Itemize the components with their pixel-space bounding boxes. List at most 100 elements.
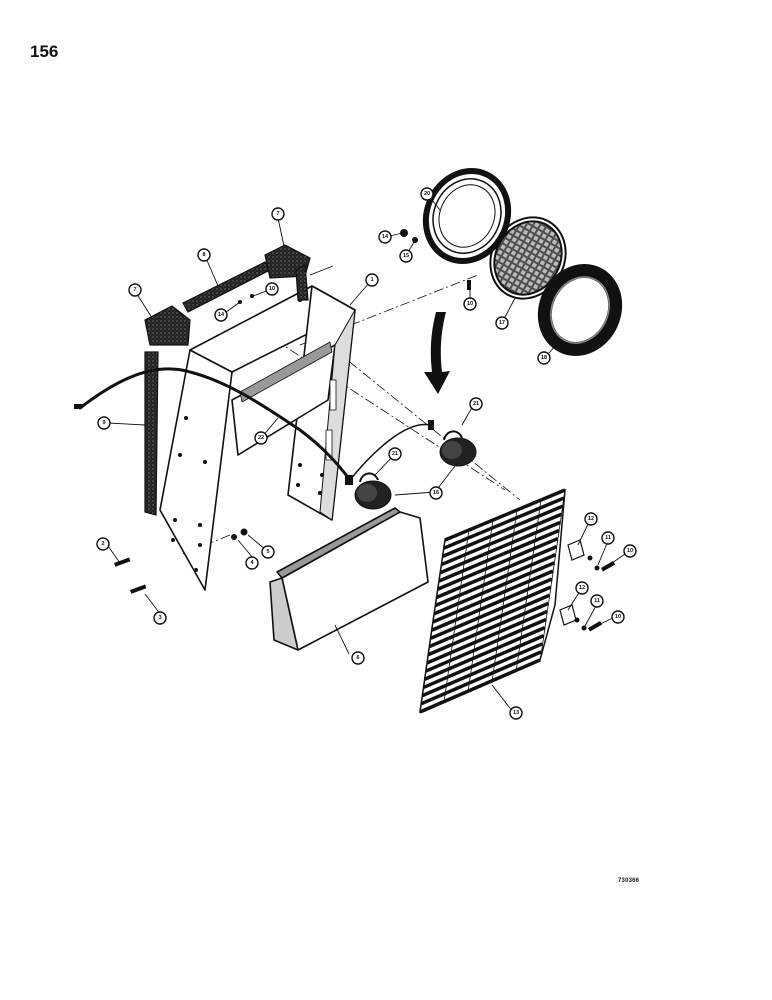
grille-rib <box>443 529 470 703</box>
callout-4: 4 <box>245 556 259 570</box>
svg-text:6: 6 <box>356 655 359 661</box>
svg-text:1: 1 <box>370 277 373 283</box>
grille-slat <box>438 528 560 583</box>
page-number: 156 <box>30 42 59 61</box>
callout-1: 1 <box>365 273 379 287</box>
svg-text:12: 12 <box>579 585 585 591</box>
callout-7-right: 7 <box>271 207 285 221</box>
svg-text:20: 20 <box>424 191 430 197</box>
svg-text:7: 7 <box>276 211 279 217</box>
headlamp-housing <box>537 264 623 356</box>
foam-seals <box>144 244 311 516</box>
callout-11-upper: 11 <box>601 531 615 545</box>
callout-10-headlamp: 10 <box>463 297 477 311</box>
grille-rib <box>467 519 494 693</box>
svg-text:14: 14 <box>382 234 389 240</box>
grille-slat <box>444 488 566 542</box>
callout-10-lower-right: 10 <box>611 610 625 624</box>
grille-slats <box>419 488 566 714</box>
grille-rib <box>515 499 542 673</box>
callout-7-left: 7 <box>128 283 142 297</box>
grille-slat <box>428 593 551 649</box>
radiator-grille <box>419 488 566 714</box>
callout-10-upper-right: 10 <box>623 544 637 558</box>
grille-slat <box>437 536 559 591</box>
grille-slat <box>434 553 557 608</box>
grille-rib <box>539 489 566 663</box>
svg-text:7: 7 <box>133 287 136 293</box>
callout-16: 16 <box>429 486 443 500</box>
svg-text:9: 9 <box>102 420 105 426</box>
top-hardware <box>238 294 254 304</box>
callout-14-headlamp: 14 <box>378 230 392 244</box>
callout-14-top: 14 <box>214 308 228 322</box>
grille-slat <box>420 650 542 706</box>
svg-text:16: 16 <box>433 490 439 496</box>
callout-10-top: 10 <box>265 282 279 296</box>
wire-connectors <box>74 404 434 485</box>
shroud-frame <box>159 285 356 591</box>
grille-slat <box>427 601 550 657</box>
callout-markers: 1 2 3 4 5 6 7 7 8 9 10 10 10 10 11 11 12… <box>96 187 637 720</box>
grille-ribs <box>419 489 566 713</box>
grille-rib <box>491 509 518 683</box>
svg-text:22: 22 <box>258 435 264 441</box>
callout-20: 20 <box>420 187 434 201</box>
callout-12-lower: 12 <box>575 581 589 595</box>
svg-text:4: 4 <box>250 560 254 566</box>
svg-text:10: 10 <box>615 614 621 620</box>
callout-13: 13 <box>509 706 523 720</box>
svg-text:5: 5 <box>266 549 269 555</box>
grille-slat <box>430 585 552 640</box>
svg-text:2: 2 <box>101 541 104 547</box>
grille-slat <box>425 617 547 673</box>
svg-text:3: 3 <box>158 615 161 621</box>
callout-9: 9 <box>97 416 111 430</box>
svg-text:14: 14 <box>218 312 225 318</box>
svg-text:10: 10 <box>269 286 275 292</box>
callout-17: 17 <box>495 316 509 330</box>
svg-text:21: 21 <box>392 451 398 457</box>
grille-slat <box>426 609 548 665</box>
callout-5: 5 <box>261 545 275 559</box>
grille-slat <box>435 545 558 599</box>
grille-slat <box>440 512 563 567</box>
grille-slat <box>424 626 546 681</box>
callout-3: 3 <box>153 611 167 625</box>
grille-slat <box>441 504 564 558</box>
grille-slat <box>422 634 545 690</box>
small-lamp-lower <box>354 472 392 510</box>
svg-text:11: 11 <box>594 598 600 604</box>
figure-code: 730366 <box>618 878 640 884</box>
grille-slat <box>439 520 561 575</box>
svg-text:11: 11 <box>605 535 611 541</box>
svg-text:15: 15 <box>403 253 409 259</box>
grille-slat <box>432 569 554 624</box>
svg-text:13: 13 <box>513 710 519 716</box>
headlamp-hardware <box>400 229 471 290</box>
direction-arrow <box>424 312 450 394</box>
callout-21-lower: 21 <box>388 447 402 461</box>
grille-hardware <box>574 555 616 632</box>
svg-text:12: 12 <box>588 516 594 522</box>
bottom-panel <box>269 507 429 651</box>
svg-text:10: 10 <box>467 301 473 307</box>
callout-11-lower: 11 <box>590 594 604 608</box>
svg-text:10: 10 <box>627 548 633 554</box>
grille-slat <box>421 642 544 698</box>
svg-text:8: 8 <box>202 252 205 258</box>
wiring-harness <box>78 367 431 482</box>
sealed-beam-headlamp <box>489 216 567 300</box>
svg-text:17: 17 <box>499 320 505 326</box>
small-lamp-upper <box>439 430 477 467</box>
callout-2: 2 <box>96 537 110 551</box>
grille-slat <box>433 561 555 616</box>
callout-12-upper: 12 <box>584 512 598 526</box>
callout-8: 8 <box>197 248 211 262</box>
callout-22: 22 <box>254 431 268 445</box>
grille-slat <box>443 496 565 550</box>
grille-rib <box>419 539 446 713</box>
callout-15: 15 <box>399 249 413 263</box>
grille-slat <box>431 577 553 632</box>
